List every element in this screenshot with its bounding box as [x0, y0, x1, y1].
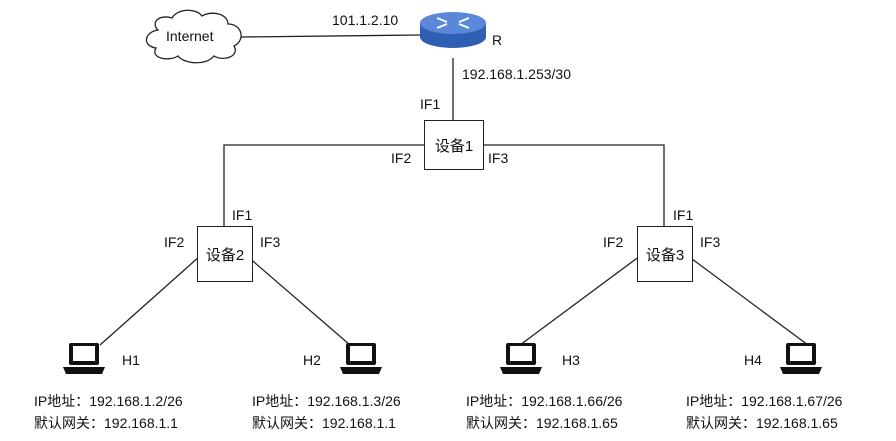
internet-label: Internet [166, 28, 214, 44]
host-h3-ip-row: IP地址：192.168.1.66/26 [466, 393, 622, 409]
host-h4-ip-label: IP地址： [686, 393, 742, 409]
device1-if3: IF3 [488, 150, 509, 166]
device3-if1: IF1 [673, 207, 694, 223]
host-h2-ip-row: IP地址：192.168.1.3/26 [252, 393, 401, 409]
host-h1-name: H1 [122, 352, 140, 368]
host-h2-gw-label: 默认网关： [252, 415, 322, 431]
router-wan-ip: 101.1.2.10 [332, 12, 399, 28]
host-h3-gw-row: 默认网关：192.168.1.65 [466, 415, 618, 431]
host-h4-ip-row: IP地址：192.168.1.67/26 [686, 393, 842, 409]
host-h1-gw-label: 默认网关： [34, 415, 104, 431]
link-device1-device3 [484, 144, 665, 226]
device1-if1: IF1 [420, 96, 441, 112]
device2-if2: IF2 [164, 234, 185, 250]
host-h3-gw: 192.168.1.65 [536, 415, 618, 431]
host-h3-ip-label: IP地址： [466, 393, 522, 409]
host-h2-name: H2 [303, 352, 321, 368]
host-h2-ip: 192.168.1.3/26 [307, 393, 401, 409]
host-h2-gw-row: 默认网关：192.168.1.1 [252, 415, 396, 431]
internet-cloud-icon [145, 9, 242, 64]
device3-box: 设备3 [637, 226, 693, 282]
link-device2-h2 [246, 255, 351, 346]
host-h3-gw-label: 默认网关： [466, 415, 536, 431]
host-h4-gw-row: 默认网关：192.168.1.65 [686, 415, 838, 431]
device2-if3: IF3 [260, 234, 281, 250]
router-name: R [492, 32, 503, 48]
link-device1-device2 [223, 144, 424, 226]
host-h3-ip: 192.168.1.66/26 [521, 393, 623, 409]
host-h4-name: H4 [744, 352, 762, 368]
laptop-h1-icon [63, 343, 105, 374]
router-icon [420, 12, 486, 48]
host-h2-gw: 192.168.1.1 [322, 415, 396, 431]
device2-if1: IF1 [232, 207, 253, 223]
host-h1-ip-row: IP地址：192.168.1.2/26 [34, 393, 183, 409]
host-h1-gw: 192.168.1.1 [104, 415, 178, 431]
host-h1-ip-label: IP地址： [34, 393, 90, 409]
host-h3-name: H3 [562, 352, 580, 368]
host-h4-ip: 192.168.1.67/26 [741, 393, 843, 409]
host-h4-gw: 192.168.1.65 [756, 415, 838, 431]
link-device2-h1 [99, 255, 201, 346]
device1-box: 设备1 [424, 120, 484, 170]
router-lan-ip: 192.168.1.253/30 [462, 66, 571, 82]
device2-box: 设备2 [197, 226, 253, 282]
laptop-h3-icon [500, 343, 542, 374]
device3-if3: IF3 [700, 234, 721, 250]
links [99, 34, 809, 346]
host-h1-gw-row: 默认网关：192.168.1.1 [34, 415, 178, 431]
device1-if2: IF2 [391, 150, 412, 166]
host-h4-gw-label: 默认网关： [686, 415, 756, 431]
link-device3-h4 [687, 255, 809, 346]
link-internet-router [239, 34, 421, 38]
host-h1-ip: 192.168.1.2/26 [89, 393, 183, 409]
device3-if2: IF2 [603, 234, 624, 250]
link-device3-h3 [519, 255, 641, 346]
host-h2-ip-label: IP地址： [252, 393, 308, 409]
laptop-h2-icon [340, 343, 382, 374]
laptop-h4-icon [780, 343, 822, 374]
